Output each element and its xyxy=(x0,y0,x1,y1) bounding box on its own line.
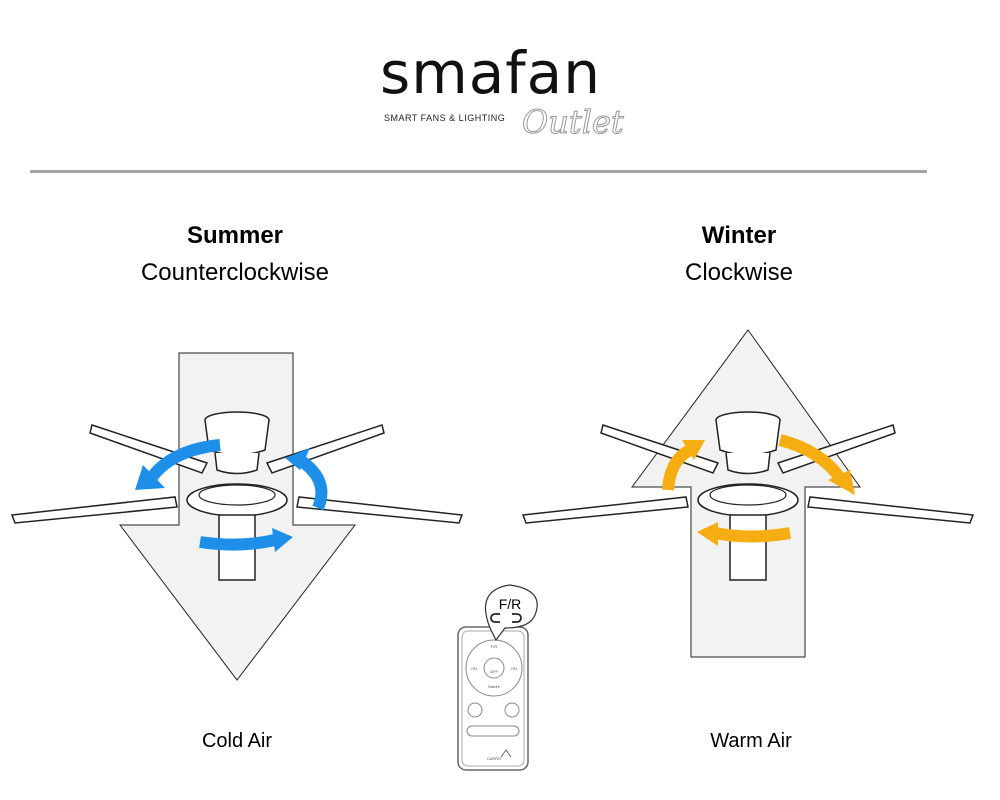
logo-brand: smafan xyxy=(380,39,601,107)
remote-control xyxy=(457,584,538,771)
fr-callout-label: F/R xyxy=(499,596,522,612)
clockwise-arrows xyxy=(662,434,855,546)
winter-fan xyxy=(522,411,974,581)
remote-off-label: OFF xyxy=(490,669,499,674)
remote-on-right: ON xyxy=(511,666,517,671)
summer-fan xyxy=(11,411,463,581)
counterclockwise-arrows xyxy=(135,439,328,552)
reverse-icon xyxy=(490,613,522,623)
remote-on-left: ON xyxy=(471,666,477,671)
logo-script: Outlet xyxy=(522,103,625,141)
remote-brand: CARRO xyxy=(487,756,501,761)
fr-callout-bubble xyxy=(484,584,538,642)
winter-title: Winter xyxy=(701,222,777,249)
summer-title: Summer xyxy=(186,222,284,249)
summer-direction: Counterclockwise xyxy=(140,259,330,286)
summer-airflow-label: Cold Air xyxy=(201,730,273,752)
remote-nature-label: Nature xyxy=(488,684,501,689)
winter-direction: Clockwise xyxy=(684,259,794,286)
remote-fr-label: F/R xyxy=(491,644,498,649)
divider xyxy=(30,170,927,173)
logo-tagline: SMART FANS & LIGHTING xyxy=(384,113,506,123)
winter-airflow-label: Warm Air xyxy=(710,730,792,752)
